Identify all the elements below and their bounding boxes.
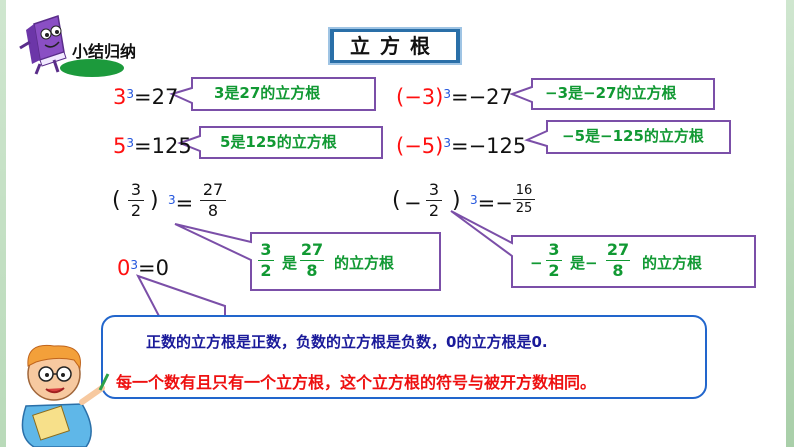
callout-text-row1-right: −3是−27的立方根 — [545, 84, 677, 102]
callout-text-row2-left: 5是125的立方根 — [220, 133, 337, 151]
callout-fraction-left — [174, 223, 441, 291]
fraction-right-power: 3=− — [470, 191, 513, 215]
callout-right-is-label: 是− — [570, 254, 598, 272]
right-border-strip — [786, 0, 794, 447]
paren-open: ( — [112, 188, 121, 213]
callout-is-label: 是 — [282, 254, 298, 272]
page-title-box: 立方根 — [328, 27, 462, 65]
equation-3-cubed: 33=27 — [113, 85, 179, 109]
callout-text-row2-right: −5是−125的立方根 — [562, 127, 704, 145]
equation-neg3-cubed: (−3)3=−27 — [396, 85, 513, 109]
callout-right-cube-root-label: 的立方根 — [642, 254, 703, 272]
teacher-cartoon-icon — [21, 344, 110, 447]
summary-line-1: 正数的立方根是正数，负数的立方根是负数，0的立方根是0. — [146, 333, 548, 351]
fraction-left-power: 3= — [168, 191, 194, 215]
callout-row2-right — [524, 120, 731, 154]
summary-box: 正数的立方根是正数，负数的立方根是负数，0的立方根是0. 每一个数有且只有一个立… — [101, 315, 707, 399]
callout-fraction-right — [450, 210, 756, 288]
page-title: 立方根 — [350, 34, 440, 58]
callout-right-minus: − — [530, 254, 543, 272]
summary-line-2: 每一个数有且只有一个立方根，这个立方根的符号与被开方数相同。 — [116, 373, 597, 392]
callout-row1-right — [509, 78, 715, 110]
summary-badge-label: 小结归纳 — [72, 42, 137, 61]
callout-row2-left — [177, 126, 383, 159]
equation-5-cubed: 53=125 — [113, 134, 192, 158]
paren-close: ) — [150, 188, 159, 213]
callout-cube-root-label: 的立方根 — [334, 254, 395, 272]
callout-text-row1-left: 3是27的立方根 — [214, 84, 321, 102]
equation-0-cubed: 03=0 — [117, 256, 169, 280]
book-mascot-icon — [19, 15, 124, 77]
left-border-strip — [0, 0, 6, 447]
fraction-right-minus: − — [404, 191, 422, 215]
paren-close-right: ) — [452, 188, 461, 213]
callout-row1-left — [169, 77, 376, 111]
paren-open-right: ( — [392, 188, 401, 213]
callout-zero — [135, 274, 226, 319]
equation-neg5-cubed: (−5)3=−125 — [396, 134, 527, 158]
